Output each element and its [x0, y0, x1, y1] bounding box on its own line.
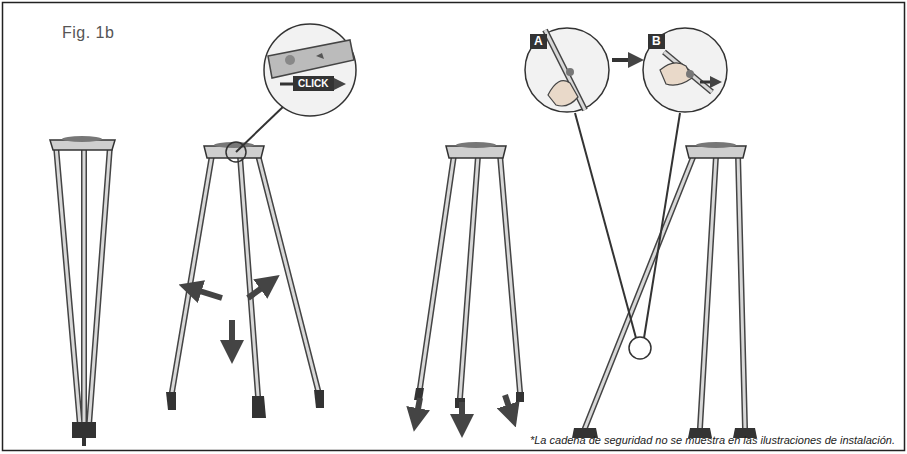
step-letter: B [648, 34, 665, 49]
step-letter: A [530, 34, 547, 49]
figure-title: Fig. 1b [62, 24, 114, 42]
figure-note: *La cadena de seguridad no se muestra en… [530, 434, 895, 446]
click-tag: CLICK [293, 76, 334, 91]
